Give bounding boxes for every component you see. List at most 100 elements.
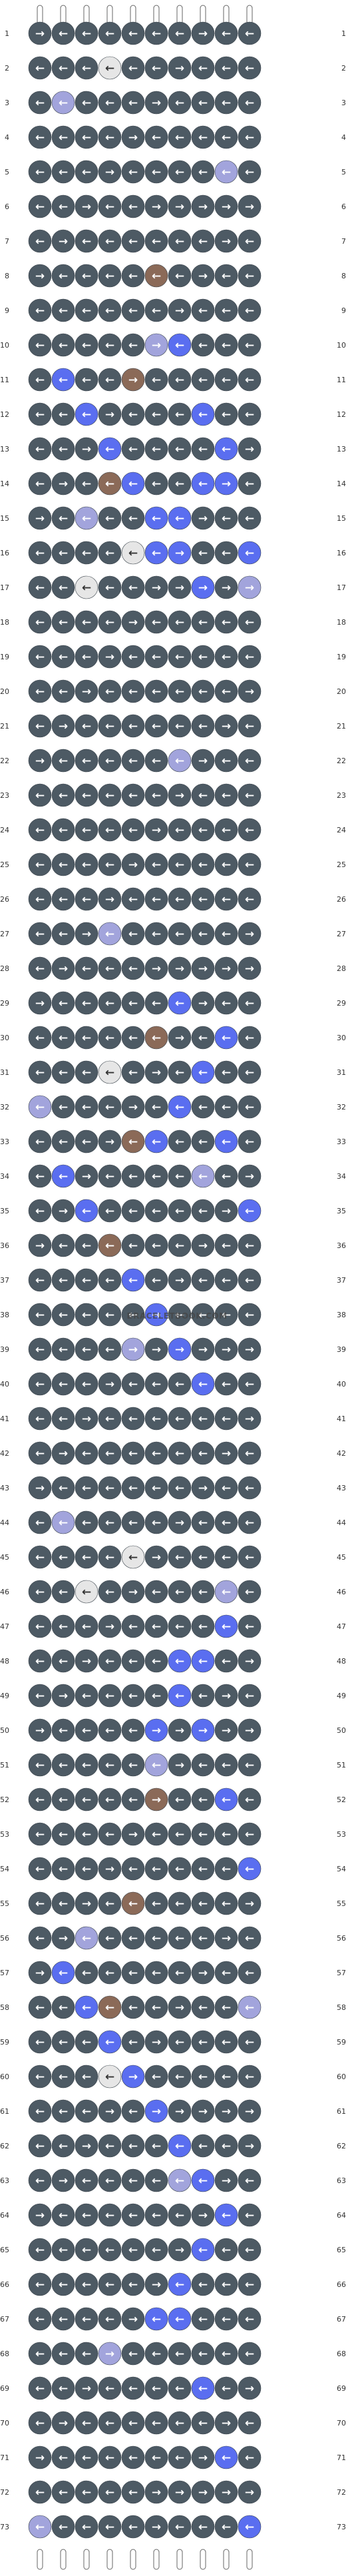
knot-arrow-left-icon: ← [59,2521,68,2534]
knot: ← [121,2238,145,2262]
knot-arrow-right-icon: → [222,235,231,248]
knot-arrow-left-icon: ← [82,478,91,491]
knot-arrow-left-icon: ← [105,1239,114,1253]
knot-arrow-left-icon: ← [128,1967,138,1980]
knot-arrow-left-icon: ← [152,1378,161,1391]
knot-arrow-left-icon: ← [82,339,91,352]
knot: ← [144,610,168,634]
knot-arrow-left-icon: ← [152,408,161,422]
knot: ← [214,1753,238,1777]
row-number-right: 22 [337,757,346,765]
knot-arrow-left-icon: ← [128,789,138,803]
knot: ← [51,922,75,946]
knot-arrow-right-icon: → [245,1655,254,1668]
knot: → [144,194,168,218]
knot: ← [28,610,52,634]
knot-arrow-left-icon: ← [59,2451,68,2465]
knot: ← [191,2168,215,2192]
knot: ← [214,1580,238,1604]
knot-arrow-left-icon: ← [35,1135,45,1149]
knot: ← [191,1857,215,1881]
knot: ← [75,2065,98,2089]
knot-arrow-left-icon: ← [245,1101,254,1114]
knot: ← [168,1545,192,1569]
knot: ← [51,506,75,530]
knot: ← [98,1649,122,1673]
knot: ← [168,91,192,115]
knot: ← [191,1614,215,1638]
knot-arrow-left-icon: ← [152,1032,161,1045]
knot: → [191,749,215,773]
knot-arrow-left-icon: ← [198,893,208,906]
knot-arrow-left-icon: ← [245,2174,254,2188]
knot-arrow-left-icon: ← [175,685,184,699]
knot-arrow-left-icon: ← [35,962,45,976]
row-number-right: 47 [337,1622,346,1631]
knot: ← [98,264,122,288]
knot: ← [168,610,192,634]
knot-arrow-right-icon: → [175,62,184,75]
knot-arrow-left-icon: ← [128,2244,138,2257]
knot: ← [51,2065,75,2089]
knot-arrow-left-icon: ← [105,1690,114,1703]
knot: ← [75,1822,98,1846]
knot-arrow-left-icon: ← [105,443,114,456]
knot-arrow-left-icon: ← [222,1170,231,1183]
knot: ← [51,1476,75,1500]
knot-arrow-left-icon: ← [59,1897,68,1911]
knot-arrow-right-icon: → [82,1170,91,1183]
knot-arrow-left-icon: ← [105,1170,114,1183]
knot: ← [214,1268,238,1292]
knot: ← [144,2065,168,2089]
knot-arrow-left-icon: ← [59,1274,68,1287]
knot: → [238,679,262,703]
knot: ← [144,2134,168,2158]
knot: ← [75,368,98,392]
knot: ← [121,1026,145,1050]
row-number-left: 30 [0,1034,9,1042]
knot-arrow-left-icon: ← [128,1447,138,1460]
knot: ← [28,541,52,565]
knot-arrow-right-icon: → [245,2105,254,2118]
knot: → [168,2480,192,2504]
knot-arrow-left-icon: ← [152,928,161,941]
knot: ← [214,852,238,876]
knot: ← [168,2515,192,2539]
knot: ← [75,1233,98,1257]
knot-arrow-left-icon: ← [245,1828,254,1841]
knot: → [191,264,215,288]
knot: → [168,575,192,599]
knot: ← [28,1407,52,1431]
row-number-left: 33 [0,1137,9,1146]
knot-arrow-right-icon: → [152,581,161,595]
knot-arrow-left-icon: ← [82,1274,91,1287]
knot-arrow-left-icon: ← [175,2417,184,2430]
knot: ← [238,1303,262,1327]
knot-arrow-left-icon: ← [222,547,231,560]
knot-arrow-left-icon: ← [35,2417,45,2430]
knot: → [28,1233,52,1257]
row-number-left: 25 [0,860,9,869]
knot: ← [238,1095,262,1119]
knot: ← [214,1649,238,1673]
knot-arrow-right-icon: → [222,1447,231,1460]
knot-arrow-left-icon: ← [35,2348,45,2361]
knot: ← [121,1614,145,1638]
knot-arrow-right-icon: → [175,1032,184,1045]
knot-arrow-left-icon: ← [35,1170,45,1183]
knot-arrow-right-icon: → [35,2451,45,2465]
row-number-left: 55 [0,1899,9,1908]
knot-arrow-left-icon: ← [35,1413,45,1426]
knot-arrow-right-icon: → [198,1967,208,1980]
knot-arrow-right-icon: → [152,1066,161,1080]
knot-arrow-left-icon: ← [245,547,254,560]
knot: ← [214,1510,238,1534]
knot: ← [28,852,52,876]
knot: ← [51,2376,75,2400]
knot: ← [98,852,122,876]
knot: → [121,1580,145,1604]
knot: ← [28,1095,52,1119]
knot: → [121,1337,145,1361]
knot-arrow-left-icon: ← [222,2244,231,2257]
knot-arrow-left-icon: ← [222,374,231,387]
